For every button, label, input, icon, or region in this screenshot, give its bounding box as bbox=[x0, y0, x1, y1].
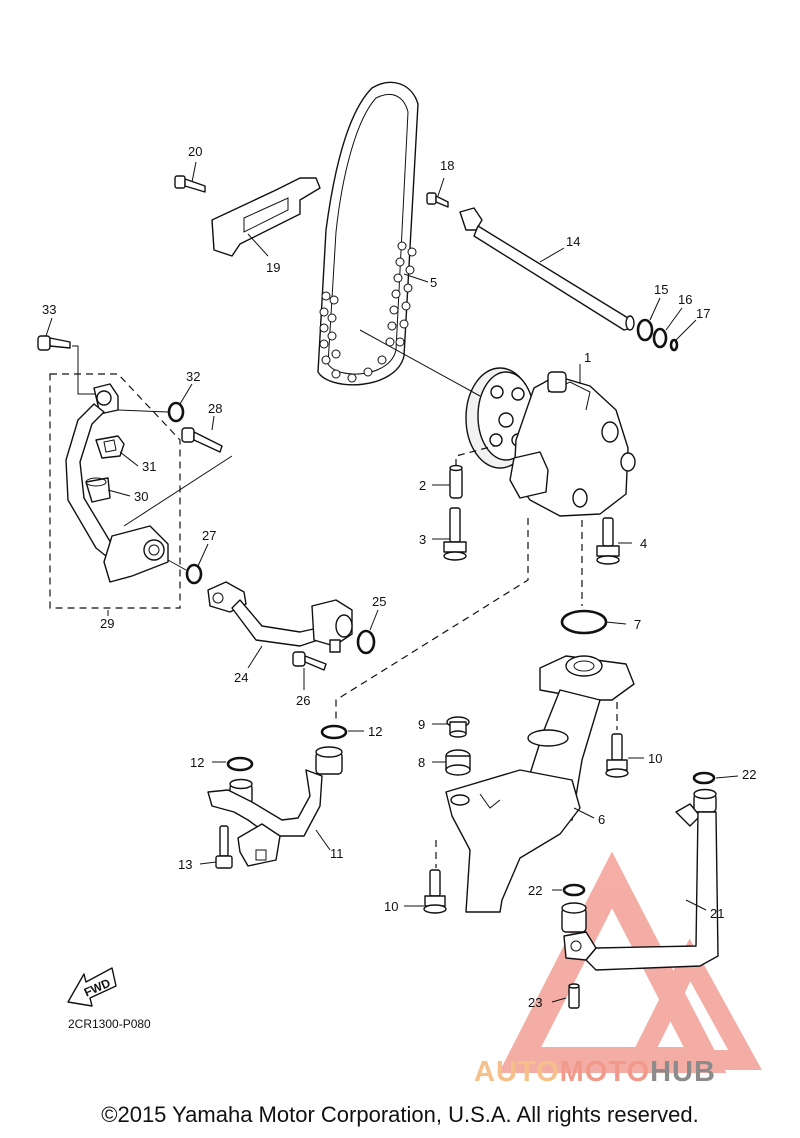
forward-direction-arrow: FWD bbox=[67, 967, 117, 1007]
copyright-notice: ©2015 Yamaha Motor Corporation, U.S.A. A… bbox=[101, 1102, 699, 1127]
dowel-pin bbox=[449, 464, 463, 499]
callout-21: 21 bbox=[710, 906, 724, 921]
collar-9 bbox=[446, 716, 470, 738]
watermark-part-moto: MOTO bbox=[559, 1056, 651, 1088]
callout-29: 29 bbox=[100, 616, 114, 631]
bolt-4 bbox=[596, 517, 620, 565]
callout-26: 26 bbox=[296, 693, 310, 708]
o-ring-22-bottom bbox=[562, 883, 586, 897]
callout-22-bottom: 22 bbox=[528, 883, 542, 898]
callout-32: 32 bbox=[186, 369, 200, 384]
callout-30: 30 bbox=[134, 489, 148, 504]
drive-chain bbox=[317, 81, 419, 386]
o-ring-16 bbox=[652, 327, 668, 349]
callout-12-left: 12 bbox=[190, 755, 204, 770]
callout-28: 28 bbox=[208, 401, 222, 416]
o-ring-27 bbox=[185, 563, 203, 585]
chain-guide-bracket bbox=[211, 177, 321, 257]
callout-9: 9 bbox=[418, 717, 425, 732]
callout-14: 14 bbox=[566, 234, 580, 249]
callout-13: 13 bbox=[178, 857, 192, 872]
o-ring-25 bbox=[356, 629, 376, 655]
pipe-assembly-group bbox=[49, 373, 181, 609]
watermark-text: AUTOMOTOHUB bbox=[474, 1056, 716, 1089]
o-ring-15 bbox=[636, 318, 654, 342]
callout-33: 33 bbox=[42, 302, 56, 317]
circlip-17 bbox=[669, 338, 679, 352]
callout-15: 15 bbox=[654, 282, 668, 297]
callout-8: 8 bbox=[418, 755, 425, 770]
bolt-3 bbox=[443, 507, 467, 561]
bolt-10-right bbox=[605, 733, 629, 778]
callout-2: 2 bbox=[419, 478, 426, 493]
oil-strainer bbox=[445, 655, 635, 913]
callout-16: 16 bbox=[678, 292, 692, 307]
o-ring-12-top bbox=[320, 724, 348, 740]
o-ring-32 bbox=[167, 401, 185, 423]
o-ring-22-top bbox=[692, 771, 716, 785]
callout-22-top: 22 bbox=[742, 767, 756, 782]
callout-5: 5 bbox=[430, 275, 437, 290]
callout-7: 7 bbox=[634, 617, 641, 632]
callout-27: 27 bbox=[202, 528, 216, 543]
callout-11: 11 bbox=[330, 846, 344, 861]
callout-17: 17 bbox=[696, 306, 710, 321]
callout-10-right: 10 bbox=[648, 751, 662, 766]
callout-18: 18 bbox=[440, 158, 454, 173]
oil-pump-assembly bbox=[465, 367, 636, 517]
watermark-part-auto: AUTO bbox=[474, 1056, 560, 1088]
callout-24: 24 bbox=[234, 670, 248, 685]
oil-delivery-pipe-2 bbox=[207, 581, 353, 653]
callout-20: 20 bbox=[188, 144, 202, 159]
callout-19: 19 bbox=[266, 260, 280, 275]
callout-leaders bbox=[45, 161, 739, 1003]
oil-pipe-11 bbox=[207, 746, 343, 867]
callout-3: 3 bbox=[419, 532, 426, 547]
callout-labels: 1 2 3 4 5 6 7 8 9 10 10 11 12 12 13 14 1… bbox=[42, 144, 756, 1010]
oil-pump-shaft bbox=[459, 207, 635, 331]
callout-23: 23 bbox=[528, 995, 542, 1010]
watermark-logo bbox=[498, 851, 762, 1073]
o-ring-7 bbox=[560, 609, 608, 635]
watermark-part-hub: HUB bbox=[650, 1056, 716, 1088]
bolt-10-left bbox=[423, 869, 447, 914]
diagram-code: 2CR1300-P080 bbox=[68, 1017, 151, 1031]
bolt-20 bbox=[174, 175, 206, 193]
bolt-28 bbox=[181, 427, 223, 453]
callout-31: 31 bbox=[142, 459, 156, 474]
fwd-label: FWD bbox=[82, 976, 113, 1000]
bolt-13 bbox=[215, 825, 233, 869]
callout-6: 6 bbox=[598, 812, 605, 827]
bolt-23 bbox=[568, 983, 580, 1009]
callout-12-top: 12 bbox=[368, 724, 382, 739]
clamp-31 bbox=[95, 435, 125, 459]
callout-25: 25 bbox=[372, 594, 386, 609]
bolt-18 bbox=[426, 192, 449, 208]
oil-delivery-pipe-1 bbox=[65, 383, 169, 583]
damper-8 bbox=[445, 749, 471, 776]
oil-pipe-21 bbox=[561, 788, 719, 971]
o-ring-12-left bbox=[226, 756, 254, 772]
callout-1: 1 bbox=[584, 350, 591, 365]
bolt-26 bbox=[292, 651, 327, 671]
callout-10-left: 10 bbox=[384, 899, 398, 914]
callout-4: 4 bbox=[640, 536, 647, 551]
clamp-30 bbox=[85, 477, 111, 503]
bolt-33 bbox=[37, 335, 71, 351]
